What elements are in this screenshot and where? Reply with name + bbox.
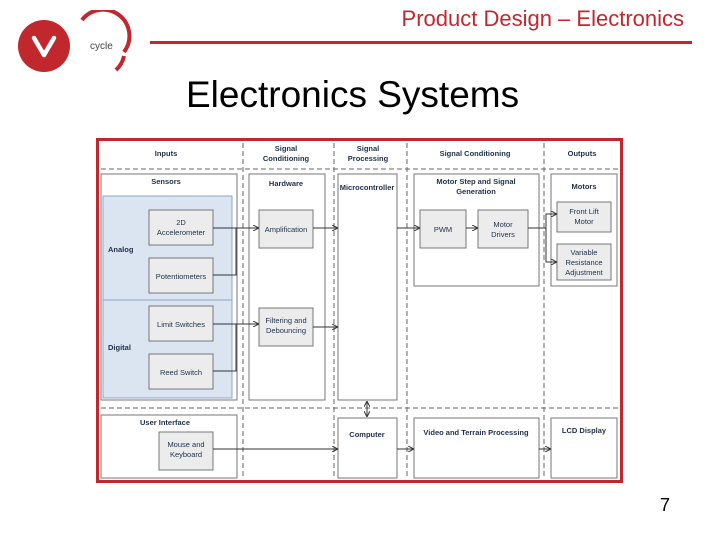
header-title: Product Design – Electronics [401, 6, 684, 31]
col-inputs: Inputs [155, 149, 178, 158]
mouse-keyboard-line1: Mouse and [167, 440, 204, 449]
col-signal-processing-line1: Signal [357, 144, 380, 153]
hardware-section [248, 173, 326, 401]
filtering-line1: Filtering and [265, 316, 306, 325]
analog-label: Analog [108, 245, 134, 254]
electronics-system-diagram: Inputs Signal Conditioning Signal Proces… [96, 138, 623, 483]
video-terrain-label: Video and Terrain Processing [423, 428, 529, 437]
pwm-label: PWM [434, 225, 452, 234]
motor-step-line2: Generation [456, 187, 496, 196]
logo-circle [18, 20, 70, 72]
computer-label: Computer [349, 430, 384, 439]
reed-switch-box [148, 353, 214, 390]
front-lift-motor-line2: Motor [574, 217, 594, 226]
reed-switch-label: Reed Switch [160, 368, 202, 377]
page-number: 7 [659, 495, 670, 515]
logo-arc-top [80, 10, 132, 54]
header-rule [150, 41, 692, 44]
col-signal-conditioning-1-line2: Conditioning [263, 154, 310, 163]
computer-section [337, 417, 398, 479]
logo-v-icon [31, 35, 57, 58]
filtering-box [258, 307, 314, 347]
col-signal-conditioning-2: Signal Conditioning [440, 149, 511, 158]
col-outputs: Outputs [568, 149, 597, 158]
motor-drivers-box [477, 209, 529, 249]
accelerometer-line2: Accelerometer [157, 228, 206, 237]
amplification-box [258, 209, 314, 249]
variable-resistance-box [556, 243, 612, 281]
hardware-label: Hardware [269, 179, 303, 188]
mouse-keyboard-box [158, 431, 214, 471]
col-signal-conditioning-1-line1: Signal [275, 144, 298, 153]
front-lift-motor-box [556, 201, 612, 233]
motor-drivers-line1: Motor [493, 220, 513, 229]
motor-step-line1: Motor Step and Signal [436, 177, 515, 186]
limit-switches-label: Limit Switches [157, 320, 205, 329]
front-lift-motor-line1: Front Lift [569, 207, 600, 216]
variable-resistance-line3: Adjustment [565, 268, 603, 277]
logo-arc-bottom [114, 55, 126, 72]
variable-resistance-line1: Variable [571, 248, 598, 257]
accelerometer-line1: 2D [176, 218, 186, 227]
potentiometers-label: Potentiometers [156, 272, 207, 281]
video-terrain-section [413, 417, 540, 479]
slide-title: Electronics Systems [186, 74, 520, 115]
lcd-display-section [550, 417, 618, 479]
logo-word: cycle [90, 41, 113, 52]
pwm-box [419, 209, 467, 249]
filtering-line2: Debouncing [266, 326, 306, 335]
motors-label: Motors [572, 182, 597, 191]
vcycle-logo: cycle [18, 10, 132, 72]
signal-arrows [213, 214, 556, 449]
mouse-keyboard-line2: Keyboard [170, 450, 202, 459]
microcontroller-label: Microcontroller [340, 183, 395, 192]
variable-resistance-line2: Resistance [565, 258, 602, 267]
sensors-label: Sensors [151, 177, 181, 186]
microcontroller-section [337, 173, 398, 401]
col-signal-processing-line2: Processing [348, 154, 389, 163]
lcd-display-label: LCD Display [562, 426, 607, 435]
digital-label: Digital [108, 343, 131, 352]
motor-drivers-line2: Drivers [491, 230, 515, 239]
user-interface-label: User Interface [140, 418, 190, 427]
lane-separators [101, 143, 618, 478]
amplification-label: Amplification [265, 225, 308, 234]
